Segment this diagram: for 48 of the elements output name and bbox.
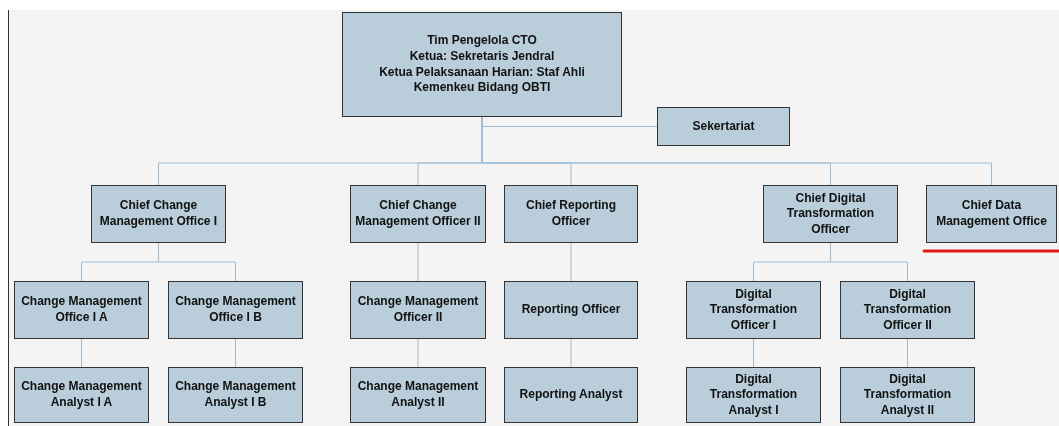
- box-label: Reporting Officer: [521, 302, 621, 318]
- box-label: Chief Change Management Officer II: [354, 198, 482, 230]
- box-label: Chief Data Management Office: [935, 198, 1048, 230]
- connector-line: [907, 338, 908, 368]
- box-label: Change Management Analyst I B: [174, 379, 297, 411]
- org-box: [14, 367, 149, 423]
- org-box: [686, 367, 821, 423]
- org-box: [840, 281, 975, 339]
- box-label: Change Management Office I A: [20, 294, 143, 326]
- connector-line: [417, 338, 419, 368]
- box-label: Change Management Analyst II: [356, 379, 480, 411]
- box-label: Digital Transformation Analyst II: [862, 371, 953, 419]
- org-box: [168, 367, 303, 423]
- connector-line: [417, 242, 419, 282]
- box-label: Change Management Officer II: [356, 294, 480, 326]
- connector-line: [235, 338, 236, 368]
- box-label: Sekertariat: [692, 118, 755, 135]
- org-box: [168, 281, 303, 339]
- org-box: [91, 185, 226, 243]
- org-box: [342, 12, 622, 117]
- box-label: Tim Pengelola CTO: [427, 33, 537, 49]
- box-label: Chief Digital Transformation Officer: [785, 190, 876, 238]
- org-box: [504, 185, 638, 243]
- box-label: Change Management Office I B: [174, 294, 297, 326]
- connector-line: [570, 338, 572, 368]
- box-label: Chief Change Management Office I: [98, 198, 219, 230]
- box-label: Reporting Analyst: [519, 387, 623, 403]
- box-label: Ketua: Sekretaris Jendral: [409, 48, 555, 65]
- box-label: Digital Transformation Officer II: [862, 286, 953, 334]
- connector-line: [570, 242, 572, 282]
- box-label: Change Management Analyst I A: [20, 379, 143, 411]
- org-box: [504, 281, 638, 339]
- org-box: [840, 367, 975, 423]
- org-box: [657, 107, 790, 146]
- org-box: [350, 281, 486, 339]
- org-box: [350, 367, 486, 423]
- org-box: [686, 281, 821, 339]
- box-label: Chief Reporting Officer: [525, 198, 617, 230]
- connector-line: [753, 338, 754, 368]
- org-box: [926, 185, 1057, 243]
- org-box: [504, 367, 638, 423]
- connector-line: [81, 338, 82, 368]
- org-box: [350, 185, 486, 243]
- org-box: [763, 185, 898, 243]
- box-label: Ketua Pelaksanaan Harian: Staf Ahli Kemenkeu Bidang OBTI: [378, 64, 586, 96]
- box-label: Digital Transformation Officer I: [708, 286, 799, 334]
- box-label: Digital Transformation Analyst I: [708, 371, 799, 419]
- org-box: [14, 281, 149, 339]
